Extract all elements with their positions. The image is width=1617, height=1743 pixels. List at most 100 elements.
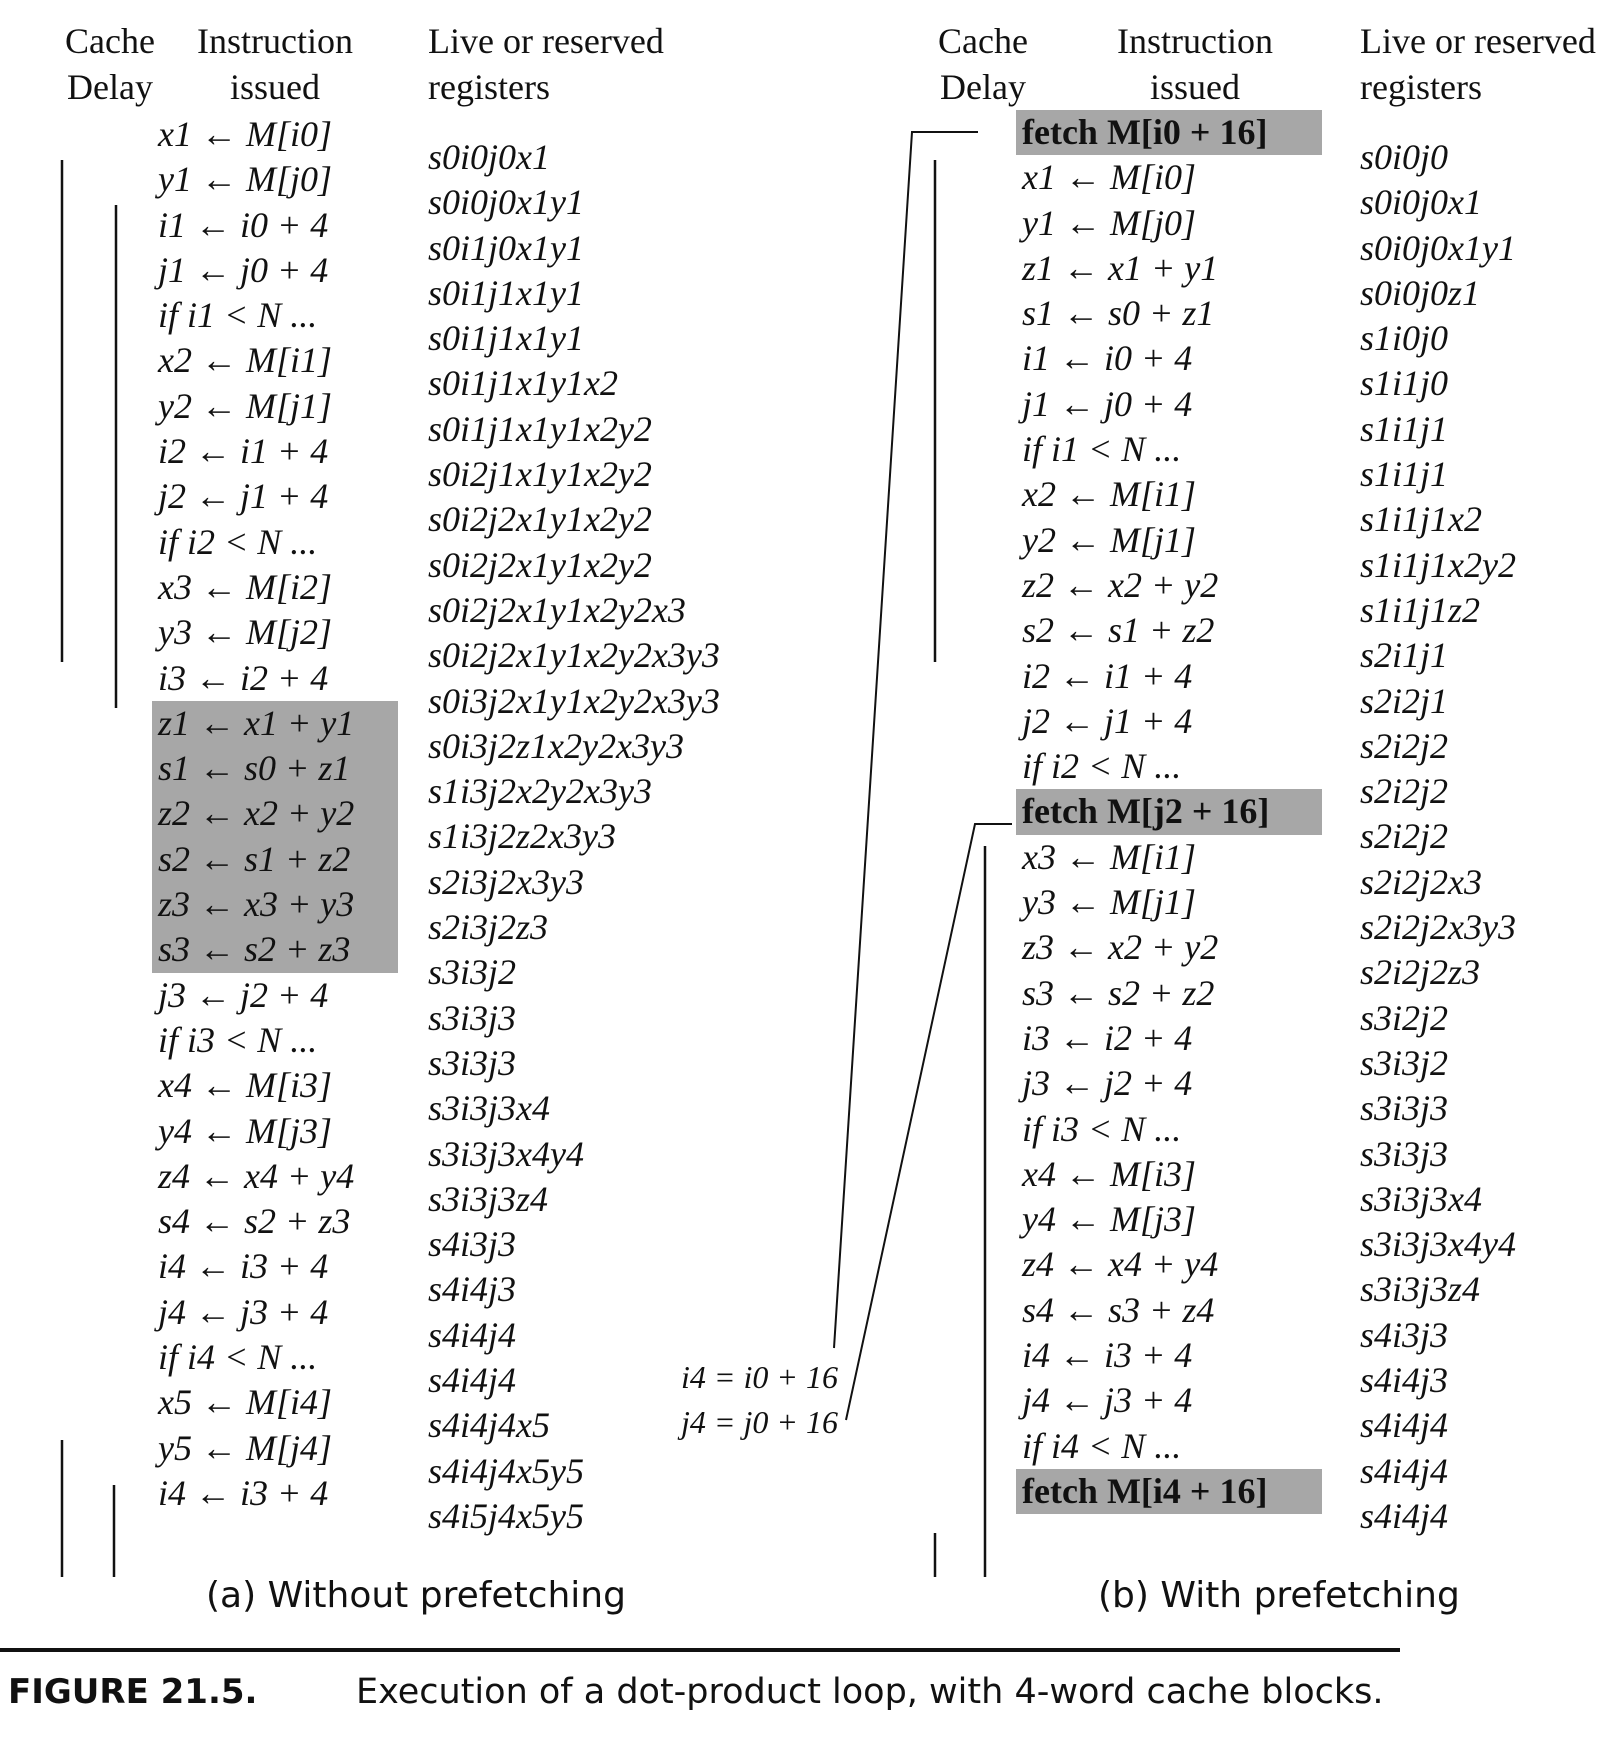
register-set: s2i1j1	[1360, 635, 1449, 676]
instruction-line: y3 ← M[j2]	[158, 612, 332, 653]
instruction-line: x2 ← M[i1]	[158, 340, 332, 381]
instruction-line: j1 ← j0 + 4	[1022, 383, 1193, 424]
register-set: s4i4j3	[428, 1269, 517, 1310]
instruction-line: y4 ← M[j3]	[1022, 1199, 1196, 1240]
register-set: s0i0j0z1	[1360, 272, 1481, 313]
instruction-line: i2 ← i1 + 4	[1022, 655, 1193, 696]
instruction-line: y5 ← M[j4]	[158, 1427, 332, 1468]
instruction-line: i3 ← i2 + 4	[158, 657, 329, 698]
register-set: s3i3j3	[1360, 1133, 1449, 1174]
register-set: s3i3j2	[428, 952, 517, 993]
register-set: s4i3j3	[1360, 1314, 1449, 1355]
instruction-line: j3 ← j2 + 4	[1022, 1063, 1193, 1104]
instruction-line: i1 ← i0 + 4	[158, 204, 329, 245]
register-set: s1i1j1z2	[1360, 589, 1481, 630]
register-set: s2i3j2x3y3	[428, 861, 584, 902]
instruction-line: y3 ← M[j1]	[1022, 882, 1196, 923]
register-set: s4i4j4	[1360, 1450, 1449, 1491]
instruction-line: s4 ← s2 + z3	[158, 1201, 351, 1242]
register-set: s0i3j2x1y1x2y2x3y3	[428, 680, 720, 721]
instruction-line: s2 ← s1 + z2	[152, 836, 398, 883]
instruction-line: if i1 < N ...	[158, 295, 318, 336]
register-set: s3i3j3	[428, 1042, 517, 1083]
register-set: s4i4j4x5	[428, 1405, 550, 1446]
register-set: s2i2j1	[1360, 680, 1449, 721]
register-set: s0i1j1x1y1	[428, 318, 584, 359]
instruction-line: x5 ← M[i4]	[158, 1382, 332, 1423]
instruction-line: z3 ← x2 + y2	[1022, 927, 1219, 968]
register-set: s0i1j1x1y1	[428, 272, 584, 313]
register-set: s0i2j2x1y1x2y2	[428, 544, 652, 585]
instruction-line: x4 ← M[i3]	[1022, 1153, 1196, 1194]
annotation-j4: j4 = j0 + 16	[681, 1404, 838, 1440]
instruction-line: y4 ← M[j3]	[158, 1110, 332, 1151]
instruction-line: j1 ← j0 + 4	[158, 249, 329, 290]
instruction-line: y2 ← M[j1]	[158, 385, 332, 426]
register-set: s1i1j1	[1360, 408, 1449, 449]
subcaption-a: (a) Without prefetching	[206, 1575, 626, 1616]
register-set: s2i2j2	[1360, 771, 1449, 812]
register-set: s3i3j3z4	[428, 1178, 549, 1219]
register-set: s0i2j2x1y1x2y2	[428, 499, 652, 540]
instruction-line: y2 ← M[j1]	[1022, 519, 1196, 560]
register-set: s0i3j2z1x2y2x3y3	[428, 725, 684, 766]
instruction-line: x1 ← M[i0]	[158, 114, 332, 154]
instruction-line: i4 ← i3 + 4	[158, 1246, 329, 1287]
register-set: s1i1j1x2y2	[1360, 544, 1516, 585]
register-set: s3i3j3x4y4	[428, 1133, 584, 1174]
instruction-line: fetch M[i0 + 16]	[1016, 110, 1322, 156]
instruction-line: i2 ← i1 + 4	[158, 431, 329, 472]
instruction-line: j2 ← j1 + 4	[1022, 700, 1193, 741]
register-set: s2i2j2	[1360, 725, 1449, 766]
instruction-line: i4 ← i3 + 4	[158, 1472, 329, 1513]
subcaption-b: (b) With prefetching	[1098, 1575, 1460, 1616]
register-set: s3i3j3	[428, 997, 517, 1038]
register-set: s4i4j4	[1360, 1495, 1449, 1536]
register-set: s0i2j1x1y1x2y2	[428, 454, 652, 495]
figure-label: FIGURE 21.5.	[8, 1672, 258, 1712]
register-set: s1i1j1	[1360, 454, 1449, 495]
instruction-line: j3 ← j2 + 4	[158, 974, 329, 1015]
instruction-line: s2 ← s1 + z2	[1022, 610, 1215, 651]
annotation-i4: i4 = i0 + 16	[681, 1359, 838, 1395]
register-set: s0i0j0	[1360, 137, 1449, 177]
instruction-line: if i3 < N ...	[1022, 1108, 1182, 1149]
register-set: s2i2j2z3	[1360, 952, 1481, 993]
register-set: s2i2j2x3	[1360, 861, 1482, 902]
register-set: s4i4j4	[428, 1314, 517, 1355]
instruction-line: s4 ← s3 + z4	[1022, 1289, 1215, 1330]
instruction-line: x1 ← M[i0]	[1022, 157, 1196, 198]
register-set: s1i1j0	[1360, 363, 1449, 404]
register-set: s0i1j0x1y1	[428, 227, 584, 268]
instruction-line: i1 ← i0 + 4	[1022, 338, 1193, 379]
instruction-line: z2 ← x2 + y2	[152, 791, 398, 837]
register-set: s2i2j2	[1360, 816, 1449, 857]
instruction-line: s1 ← s0 + z1	[152, 746, 398, 792]
register-set: s3i3j2	[1360, 1042, 1449, 1083]
instruction-line: if i3 < N ...	[158, 1019, 318, 1060]
instruction-line: j4 ← j3 + 4	[1022, 1380, 1193, 1421]
instruction-line: i3 ← i2 + 4	[1022, 1017, 1193, 1058]
instruction-line: fetch M[i4 + 16]	[1016, 1468, 1322, 1515]
register-set: s0i0j0x1y1	[1360, 227, 1516, 268]
instruction-line: z3 ← x3 + y3	[152, 882, 398, 928]
register-set: s2i2j2x3y3	[1360, 907, 1516, 948]
register-set: s4i4j4	[1360, 1405, 1449, 1446]
register-set: s4i5j4x5y5	[428, 1495, 584, 1536]
register-set: s0i1j1x1y1x2	[428, 363, 618, 404]
instruction-line: z4 ← x4 + y4	[1022, 1244, 1219, 1285]
prefetch-annotation: i4 = i0 + 16 j4 = j0 + 16	[620, 1355, 838, 1445]
instruction-line: if i2 < N ...	[158, 521, 318, 562]
register-set: s2i3j2z3	[428, 907, 549, 948]
instruction-line: x3 ← M[i2]	[158, 566, 332, 607]
